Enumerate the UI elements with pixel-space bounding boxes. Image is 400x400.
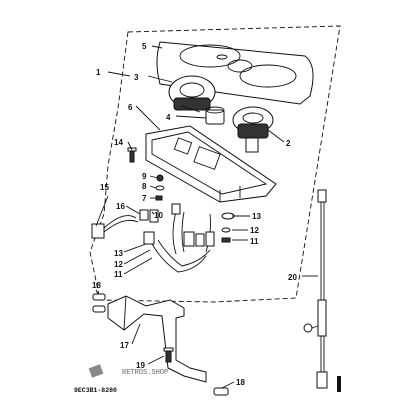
page-marker [337, 376, 341, 392]
callout-12-right: 12 [250, 226, 259, 235]
bulb-socket-16-icon [139, 209, 149, 221]
callout-10: 10 [154, 211, 163, 220]
grommets-18-icon [92, 293, 106, 313]
nut-7-icon [155, 195, 163, 201]
callout-6: 6 [128, 103, 133, 112]
callout-19: 19 [136, 361, 145, 370]
bolt-19-icon [163, 347, 174, 363]
meter-bracket-icon [107, 295, 207, 383]
callout-11-right: 11 [250, 237, 259, 246]
harness-connector-icon [91, 215, 139, 239]
speedometer-icon [168, 75, 216, 113]
socket-10-icon [149, 209, 159, 223]
callout-13-right: 13 [252, 212, 261, 221]
callout-13-left: 13 [114, 249, 123, 258]
tachometer-icon [232, 106, 274, 153]
callout-17: 17 [120, 341, 129, 350]
callout-12-left: 12 [114, 260, 123, 269]
callout-8: 8 [142, 182, 147, 191]
callout-15: 15 [100, 183, 109, 192]
callout-20: 20 [288, 273, 297, 282]
callout-16: 16 [116, 202, 125, 211]
callout-18-upper: 18 [92, 281, 101, 290]
grommet-18-lower-icon [213, 387, 229, 396]
watermark-badge-icon [88, 364, 104, 378]
meter-housing-icon [145, 125, 277, 203]
wire-harness-icon [143, 203, 215, 273]
leader-lines [95, 45, 318, 389]
nut-11-right-icon [221, 237, 231, 243]
screw-14-icon [127, 147, 137, 163]
callout-5: 5 [142, 42, 147, 51]
callout-18-lower: 18 [236, 378, 245, 387]
washer-12-right-icon [221, 227, 231, 233]
diagram-code: 9EC3B1-8280 [74, 387, 117, 394]
speedometer-cable-icon [316, 189, 328, 389]
callout-7: 7 [142, 194, 147, 203]
odometer-unit-icon [205, 106, 225, 125]
watermark: RETROS.SHOP [122, 369, 168, 377]
callout-9: 9 [142, 172, 147, 181]
assembly-boundary [89, 25, 341, 303]
callout-3: 3 [134, 73, 139, 82]
callout-2: 2 [286, 139, 291, 148]
washer-8-icon [155, 185, 165, 191]
callout-11-left: 11 [114, 270, 123, 279]
cable-clamp-icon [303, 323, 319, 333]
callout-14: 14 [114, 138, 123, 147]
callout-1: 1 [96, 68, 101, 77]
callout-4: 4 [166, 113, 171, 122]
